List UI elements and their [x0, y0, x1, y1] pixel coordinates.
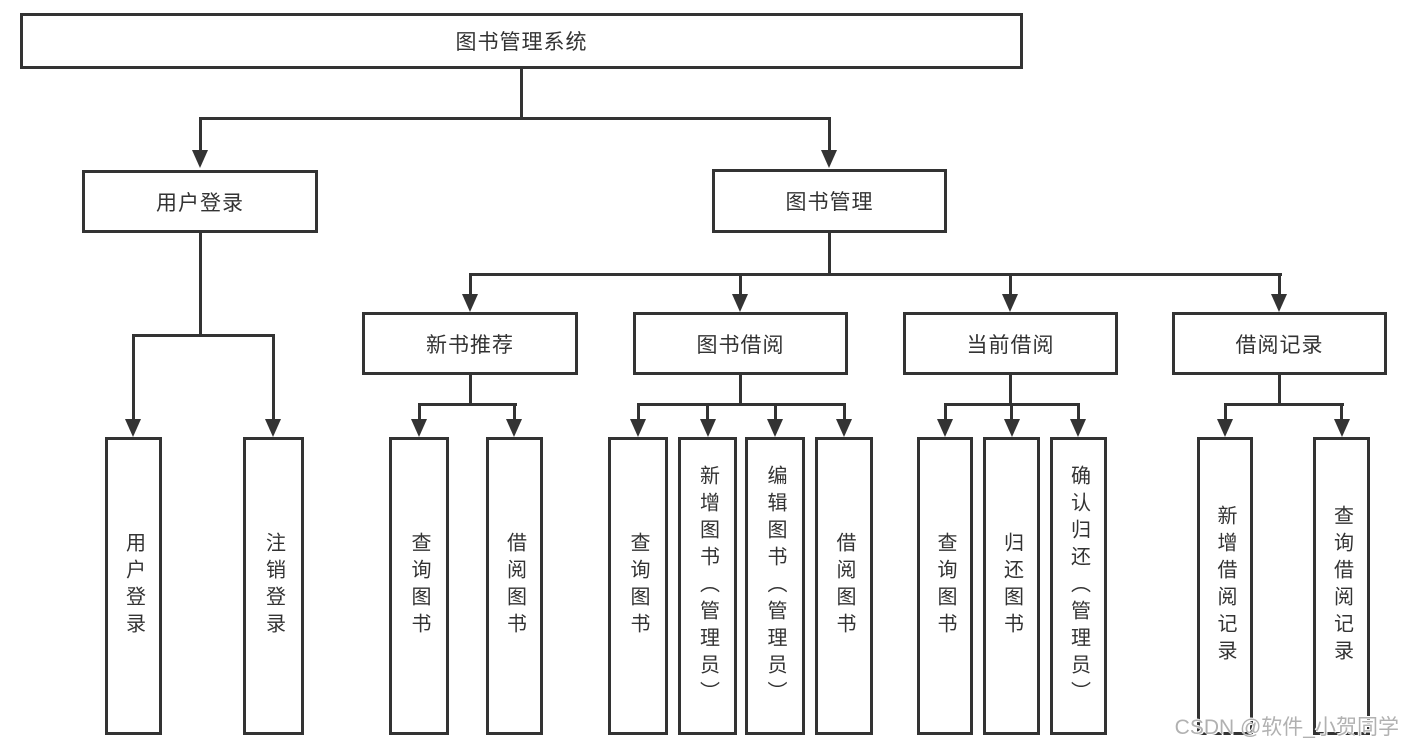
connector-line — [1223, 403, 1227, 421]
leaf-borrow-books-recommend: 借阅图书 — [486, 437, 543, 735]
arrow-down-icon — [1002, 294, 1018, 312]
arrow-down-icon — [630, 419, 646, 437]
leaf-edit-books-admin: 编辑图书（管理员） — [745, 437, 805, 735]
arrow-down-icon — [411, 419, 427, 437]
leaf-logout: 注销登录 — [243, 437, 304, 735]
arrow-down-icon — [265, 419, 281, 437]
node-user-login-label: 用户登录 — [156, 191, 244, 215]
leaf-user-login: 用户登录 — [105, 437, 162, 735]
arrow-down-icon — [732, 294, 748, 312]
connector-line — [739, 375, 742, 406]
arrow-down-icon — [767, 419, 783, 437]
node-user-login: 用户登录 — [82, 170, 318, 233]
arrow-down-icon — [821, 150, 837, 168]
connector-line — [198, 117, 202, 152]
arrow-down-icon — [1217, 419, 1233, 437]
connector-line — [1223, 403, 1344, 406]
connector-line — [828, 233, 831, 276]
node-book-management-label: 图书管理 — [785, 191, 874, 214]
arrow-down-icon — [125, 419, 141, 437]
connector-line — [271, 334, 275, 421]
arrow-down-icon — [1070, 419, 1086, 437]
connector-line — [1077, 403, 1080, 421]
leaf-query-borrow-record-label: 查询借阅记录 — [1330, 505, 1353, 667]
leaf-return-books-label: 归还图书 — [1000, 532, 1023, 640]
node-borrowing-records: 借阅记录 — [1172, 312, 1387, 375]
leaf-query-books-borrowing-label: 查询图书 — [627, 532, 649, 640]
connector-line — [636, 403, 640, 421]
connector-line — [1009, 273, 1012, 296]
connector-line — [828, 117, 831, 152]
leaf-add-books-admin: 新增图书（管理员） — [678, 437, 737, 735]
node-book-management: 图书管理 — [712, 169, 947, 233]
connector-line — [706, 403, 709, 421]
connector-line — [198, 117, 831, 120]
node-root: 图书管理系统 — [20, 13, 1023, 69]
connector-line — [468, 375, 472, 406]
node-book-borrowing: 图书借阅 — [633, 312, 848, 375]
leaf-query-books-recommend-label: 查询图书 — [408, 532, 430, 640]
csdn-watermark: CSDN @软件_小贺同学 — [1174, 716, 1399, 739]
arrow-down-icon — [937, 419, 953, 437]
connector-line — [417, 403, 517, 406]
node-book-borrowing-label: 图书借阅 — [696, 333, 785, 357]
leaf-query-books-borrowing: 查询图书 — [608, 437, 668, 735]
connector-line — [131, 334, 135, 421]
leaf-user-login-label: 用户登录 — [122, 532, 145, 640]
connector-line — [513, 403, 516, 421]
node-root-label: 图书管理系统 — [455, 31, 588, 54]
arrow-down-icon — [836, 419, 852, 437]
connector-line — [198, 233, 202, 337]
arrow-down-icon — [1004, 419, 1020, 437]
node-new-book-recommendation-label: 新书推荐 — [426, 333, 514, 357]
connector-line — [1340, 403, 1343, 421]
connector-line — [1278, 273, 1281, 296]
leaf-query-books-current: 查询图书 — [917, 437, 973, 735]
connector-line — [1278, 375, 1281, 406]
leaf-query-books-recommend: 查询图书 — [389, 437, 449, 735]
leaf-add-borrow-record: 新增借阅记录 — [1197, 437, 1253, 735]
connector-line — [773, 403, 777, 421]
connector-line — [636, 403, 846, 406]
arrow-down-icon — [700, 419, 716, 437]
leaf-borrow-books-recommend-label: 借阅图书 — [503, 532, 526, 640]
connector-line — [131, 334, 275, 337]
connector-line — [943, 403, 947, 421]
leaf-query-borrow-record: 查询借阅记录 — [1313, 437, 1370, 735]
arrow-down-icon — [1271, 294, 1287, 312]
arrow-down-icon — [462, 294, 478, 312]
connector-line — [842, 403, 846, 421]
connector-line — [520, 69, 523, 119]
node-current-borrowing: 当前借阅 — [903, 312, 1118, 375]
arrow-down-icon — [506, 419, 522, 437]
arrow-down-icon — [1334, 419, 1350, 437]
node-current-borrowing-label: 当前借阅 — [966, 333, 1055, 357]
connector-line — [417, 403, 421, 421]
leaf-borrow-books-label: 借阅图书 — [833, 532, 855, 640]
leaf-add-borrow-record-label: 新增借阅记录 — [1214, 505, 1236, 667]
leaf-borrow-books: 借阅图书 — [815, 437, 873, 735]
node-new-book-recommendation: 新书推荐 — [362, 312, 578, 375]
node-borrowing-records-label: 借阅记录 — [1235, 333, 1324, 357]
leaf-return-books: 归还图书 — [983, 437, 1040, 735]
connector-line — [1009, 375, 1012, 406]
leaf-confirm-return-admin-label: 确认归还（管理员） — [1067, 464, 1090, 708]
connector-line — [468, 273, 472, 296]
connector-line — [1010, 403, 1013, 421]
leaf-add-books-admin-label: 新增图书（管理员） — [696, 464, 719, 708]
arrow-down-icon — [192, 150, 208, 168]
leaf-edit-books-admin-label: 编辑图书（管理员） — [764, 464, 786, 708]
connector-line — [739, 273, 742, 296]
leaf-confirm-return-admin: 确认归还（管理员） — [1050, 437, 1107, 735]
leaf-query-books-current-label: 查询图书 — [934, 532, 956, 640]
leaf-logout-label: 注销登录 — [262, 532, 285, 640]
connector-line — [468, 273, 1282, 276]
